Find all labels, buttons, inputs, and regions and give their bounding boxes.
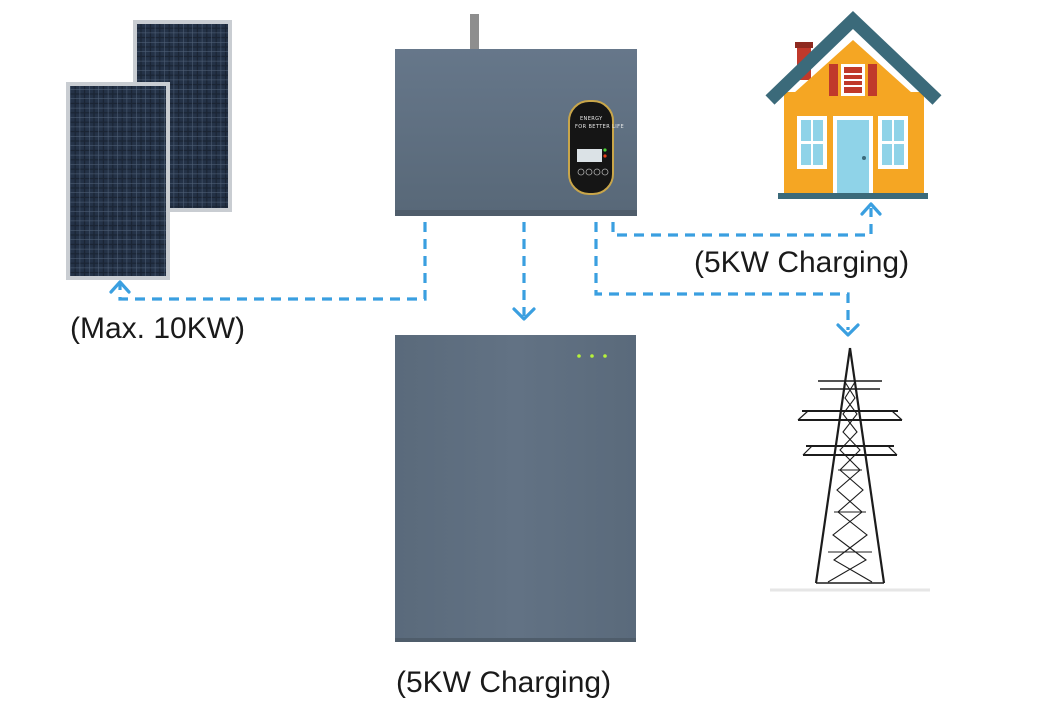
pv-power-label: (Max. 10KW) [70,312,246,345]
battery [395,335,636,642]
inverter-cable [470,14,479,50]
inverter-lcd-screen [577,149,602,162]
battery-charging-label: (5KW Charging) [396,666,612,699]
battery-led [577,354,581,358]
home-charging-label: (5KW Charging) [694,246,910,279]
arrow-up-icon [109,280,131,294]
battery-led [603,354,607,358]
house-left-window [797,116,827,169]
flow-line-home [611,208,873,237]
house-roof [765,10,942,105]
battery-body [395,335,636,642]
house-attic-window [829,64,877,96]
inverter-button [577,168,585,176]
inverter-indicator-light [603,148,607,152]
inverter-brand-line1: ENERGY [580,116,603,122]
flow-arrows [109,202,882,337]
house-door [833,116,873,194]
inverter-brand-line2: FOR BETTER LIFE [575,124,624,130]
solar-panel-front [66,82,170,280]
flow-lines [118,208,873,330]
inverter: ENERGY FOR BETTER LIFE [395,14,637,216]
house [765,10,942,199]
arrow-up-icon [860,202,882,216]
battery-led [590,354,594,358]
flow-line-pv [118,222,427,301]
house-right-window [878,116,908,169]
solar-panels [66,20,232,280]
flow-line-grid [594,222,850,330]
inverter-control-panel: ENERGY FOR BETTER LIFE [568,100,624,195]
transmission-tower [770,347,930,592]
arrow-down-icon [836,323,860,337]
arrow-down-icon [512,307,536,321]
